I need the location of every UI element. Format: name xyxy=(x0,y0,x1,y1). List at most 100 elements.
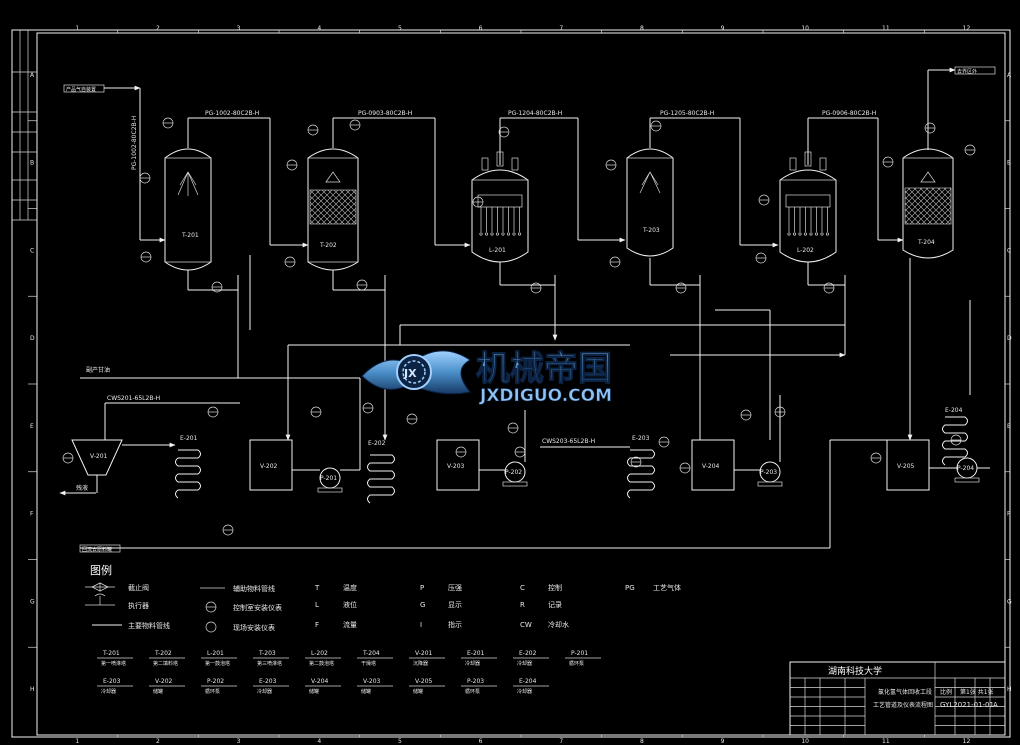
legend-equip-tag: E-204 xyxy=(519,678,537,685)
col-label-bottom: 10 xyxy=(801,738,809,745)
row-label-right: B xyxy=(1007,160,1011,167)
col-label-bottom: 6 xyxy=(479,738,483,745)
cooler-e204[interactable]: E-204 xyxy=(942,407,968,466)
col-label-top: 2 xyxy=(156,25,160,32)
cooler-e202[interactable]: E-202 xyxy=(367,440,395,504)
pump-p202[interactable]: P-202 xyxy=(502,461,528,487)
inlet-stream: 产品气自装置 PG-1002-80C2B-H xyxy=(63,84,166,243)
tower-l202[interactable]: L-202 xyxy=(779,151,837,263)
tank-v205[interactable]: V-205 xyxy=(886,439,930,491)
svg-text:截止阀: 截止阀 xyxy=(128,583,149,592)
pump-p204[interactable]: P-204 xyxy=(954,457,980,483)
col-label-top: 4 xyxy=(317,25,321,32)
cooler-e201[interactable]: E-201 xyxy=(175,435,201,499)
e201-tag: E-201 xyxy=(180,435,198,442)
row-label-right: C xyxy=(1007,247,1011,254)
row-label-left: A xyxy=(30,72,35,79)
col-label-bottom: 11 xyxy=(882,738,890,745)
v205-tag: V-205 xyxy=(897,463,915,470)
legend-letter-code: L xyxy=(315,601,319,609)
legend-equip-name: 储罐 xyxy=(153,688,163,695)
row-label-left: C xyxy=(30,247,34,254)
legend-letter-code: G xyxy=(420,601,425,609)
legend-equip-name: 第二鼓泡塔 xyxy=(309,660,334,667)
col-label-top: 8 xyxy=(640,25,644,32)
legend-equip-tag: V-201 xyxy=(415,650,433,657)
tower-l201[interactable]: L-201 xyxy=(471,151,529,263)
col-label-top: 5 xyxy=(398,25,402,32)
col-label-bottom: 8 xyxy=(640,738,644,745)
legend-letter-code: C xyxy=(520,584,525,592)
line-label-3: PG-1204-80C2B-H xyxy=(508,110,562,117)
legend-letter-code: R xyxy=(520,601,525,609)
legend-equip-name: 循环泵 xyxy=(569,660,584,667)
legend-letter-code: PG xyxy=(625,584,635,592)
row-label-right: G xyxy=(1007,598,1012,605)
tower-t201[interactable]: T-201 xyxy=(164,148,212,271)
l201-tag: L-201 xyxy=(489,247,506,254)
col-label-top: 1 xyxy=(75,25,79,32)
col-label-bottom: 2 xyxy=(156,738,160,745)
tank-v204[interactable]: V-204 xyxy=(691,439,735,491)
e202-tag: E-202 xyxy=(368,440,386,447)
row-label-right: D xyxy=(1007,335,1012,342)
legend-equip-tag: E-201 xyxy=(467,650,485,657)
p203-tag: P-203 xyxy=(760,469,777,476)
liquid-lines: 副产甘油 CWS201-65L2B-H CWS203-65L2B-H 回流去原料… xyxy=(59,255,971,553)
col-label-top: 7 xyxy=(559,25,563,32)
legend-letter-code: I xyxy=(420,621,422,629)
col-label-top: 12 xyxy=(963,25,971,32)
tank-v203[interactable]: V-203 xyxy=(436,439,480,491)
v201-tag: V-201 xyxy=(90,453,108,460)
inlet-line-label: PG-1002-80C2B-H xyxy=(131,116,138,170)
title-block: 湖南科技大学 氯化氢气体回收工段 工艺管道及仪表流程图 GYL2021-01-0… xyxy=(789,661,1006,736)
tower-t203[interactable]: T-203 xyxy=(626,148,674,257)
legend-symbol-valve: 截止阀 xyxy=(85,582,149,592)
legend-equip-tag: T-204 xyxy=(362,650,380,657)
project-name: 氯化氢气体回收工段 xyxy=(878,688,932,696)
legend-equip-tag: T-202 xyxy=(154,650,172,657)
legend-letter-meaning: 控制 xyxy=(548,583,562,592)
watermark-badge: JX xyxy=(403,367,417,380)
col-label-top: 6 xyxy=(479,25,483,32)
legend-equip-name: 冷却器 xyxy=(101,688,116,695)
v203-tag: V-203 xyxy=(447,463,465,470)
col-label-bottom: 5 xyxy=(398,738,402,745)
tower-t202[interactable]: T-202 xyxy=(307,148,359,271)
col-label-bottom: 3 xyxy=(237,738,241,745)
watermark-logo: JX 机械帝国 JXDIGUO.COM xyxy=(361,349,613,406)
legend-equip-tag: E-203 xyxy=(103,678,121,685)
line-label-1: PG-1002-80C2B-H xyxy=(205,110,259,117)
legend-equip-tag: P-203 xyxy=(467,678,484,685)
school-name: 湖南科技大学 xyxy=(828,665,882,677)
pump-p203[interactable]: P-203 xyxy=(757,461,783,487)
l202-tag: L-202 xyxy=(797,247,814,254)
legend-equip-name: 冷却器 xyxy=(257,688,272,695)
line-label-2: PG-0903-80C2B-H xyxy=(358,110,412,117)
legend-equip-name: 储罐 xyxy=(413,688,423,695)
legend-letter-meaning: 指示 xyxy=(448,620,462,629)
cooler-e203[interactable]: E-203 xyxy=(627,435,655,499)
col-label-bottom: 4 xyxy=(317,738,321,745)
settler-v201[interactable]: V-201 xyxy=(71,439,176,493)
legend-equip-tag: V-204 xyxy=(311,678,329,685)
tank-v202[interactable]: V-202 xyxy=(249,439,293,491)
line-label-5: PG-0906-80C2B-H xyxy=(822,110,876,117)
outlet-label: 去界区外 xyxy=(957,68,977,75)
tower-t204[interactable]: T-204 xyxy=(902,148,954,259)
pump-p201[interactable]: P-201 xyxy=(317,467,343,493)
legend-letter-meaning: 流量 xyxy=(343,620,357,629)
legend-letter-meaning: 记录 xyxy=(548,601,562,609)
v204-tag: V-204 xyxy=(702,463,720,470)
row-label-left: F xyxy=(30,511,34,518)
legend-symbol-aux-line: 辅助物料管线 xyxy=(200,584,275,593)
outlet-stream: 去界区外 xyxy=(927,66,996,150)
scale-label: 比例 xyxy=(940,688,952,696)
revision: A xyxy=(993,701,998,709)
legend-equip-tag: V-202 xyxy=(155,678,173,685)
recycle-label: 回流去原料罐 xyxy=(82,546,112,553)
p201-tag: P-201 xyxy=(320,475,337,482)
legend-symbol-actuator: 执行器 xyxy=(85,593,149,610)
legend-equip-tag: E-202 xyxy=(519,650,537,657)
